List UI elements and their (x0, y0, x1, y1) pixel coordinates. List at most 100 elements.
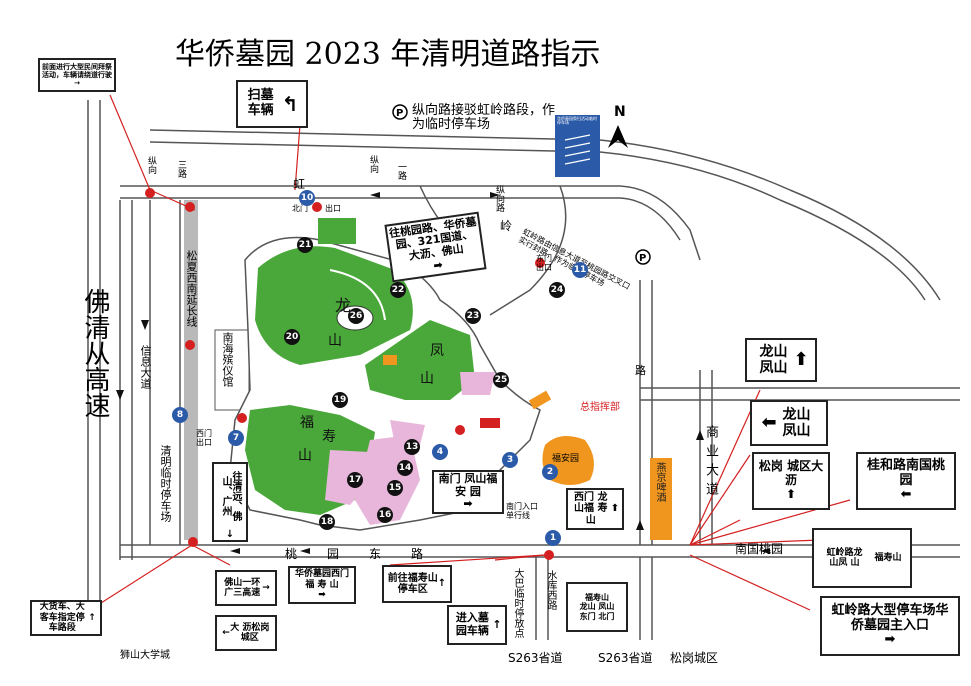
black-marker-14: 14 (397, 460, 413, 476)
parking-note: 纵向路接驳虹岭路段，作为临时停车场 (412, 103, 556, 133)
to-fushou-parking-text: 前往福寿山停车区 (387, 572, 438, 596)
black-marker-18: 18 (319, 514, 335, 530)
arrow-up-icon: ↑ (492, 617, 502, 631)
to-fushou-parking-box: 前往福寿山停车区 ↑ (382, 565, 452, 603)
black-marker-23: 23 (465, 308, 481, 324)
arrow-right-icon: → (262, 582, 270, 593)
arrow-right-icon: → (74, 79, 80, 88)
s263-label-1: S263省道 (508, 651, 563, 665)
black-marker-13: 13 (404, 439, 420, 455)
guihe-nanguo-box: 桂和路南国桃园 ⬅ (856, 452, 956, 510)
black-marker-16: 16 (377, 507, 393, 523)
right-small-box: 虹岭路龙 山凤 山 福寿山 (812, 528, 912, 588)
qingyun-parking-label: 清明临时停车场 (159, 445, 172, 522)
long-char: 龙 (335, 296, 352, 315)
bus-parking-label: 大巴临时停放点 (512, 568, 523, 638)
arrow-up-icon: ↑ (88, 612, 96, 623)
enter-vehicles-text: 进入墓园车辆 (455, 611, 489, 637)
hongling-parking-text: 虹岭路大型停车场华侨墓园主入口 (831, 602, 949, 633)
bottom-center-gates: 东门 北门 (579, 611, 615, 621)
hongling-parking-box: 虹岭路大型停车场华侨墓园主入口 ➡ (820, 596, 960, 656)
shou-char: 寿 (322, 429, 336, 445)
top-left-notice-text: 前面进行大型民间拜祭活动，车辆请绕道行驶 (42, 62, 112, 79)
west-gate-fushou-box: 华侨墓园西门福 寿 山 ➡ (288, 566, 356, 604)
fuan-garden-label: 福安园 (552, 454, 580, 464)
nanguo-taoyuan-label: 南国桃园 (735, 542, 784, 556)
black-marker-22: 22 (390, 282, 406, 298)
sweep-vehicles-box: 扫墓车辆 ↰ (236, 80, 308, 128)
longshan-fengshan-left-text: 龙山凤山 (782, 406, 811, 439)
arrow-left-icon: ← (222, 627, 230, 638)
black-marker-24: 24 (549, 282, 565, 298)
songgang-district-label: 松岗城区 (670, 651, 719, 665)
command-center-label: 总指挥部 (580, 402, 620, 413)
arrow-right-icon: ➡ (463, 497, 473, 511)
blue-marker-10: 10 (299, 190, 315, 206)
parking-sign-text: 华侨墓园祭扫活动临时停车场 (557, 116, 597, 126)
blue-marker-1: 1 (545, 530, 561, 546)
nanmen-fengshan-text: 南门 凤山福 安 园 (438, 472, 498, 498)
dali-songgang-box: ← 大 沥松岗城区 (215, 615, 277, 651)
songgang-city-box: 松岗 城区大沥 ⬆ (752, 452, 830, 510)
svg-text:P: P (639, 253, 646, 264)
shan-char-3: 山 (298, 448, 312, 464)
east-gate-exit-label: 东门出口 (536, 254, 552, 272)
west-gate-exit-label: 西门出口 (196, 429, 212, 447)
foshan-ring-text: 佛山一环广三高速 (224, 577, 261, 598)
foshan-ring-box: 佛山一环广三高速 → (215, 570, 277, 606)
ximen-longshan-text: 西门 龙山福 寿 山 (574, 491, 608, 526)
arrow-left-icon: ⬅ (761, 411, 777, 433)
taoyuan-east-road-label: 桃园东路 (285, 547, 454, 561)
fuqing-highway-label: 佛清从高速 (80, 288, 110, 418)
shuiku-west-road-label: 水库西路 (545, 570, 556, 610)
shan-char-1: 山 (328, 333, 342, 349)
yanjing-label: 燕京啤酒 (654, 462, 665, 502)
songxia-road-label: 松夏西南延长线 (185, 250, 198, 327)
truck-parking-text: 大货车、大客车指定停车路段 (39, 602, 85, 634)
to-qingyuan-text: 往清远、佛山、广州 (220, 471, 241, 522)
truck-parking-box: 大货车、大客车指定停车路段 ↑ (30, 600, 102, 636)
zongxiang-label-2: 纵向 (368, 155, 378, 173)
ling-label: 岭 (500, 219, 513, 233)
zongxiang-road-label: 纵向路 (494, 185, 504, 212)
blue-marker-11: 11 (572, 262, 588, 278)
hong-label: 虹 (293, 177, 306, 191)
nanhai-funeral-label: 南海殡仪馆 (221, 332, 234, 387)
blue-marker-4: 4 (432, 444, 448, 460)
black-marker-17: 17 (347, 472, 363, 488)
guihe-nanguo-text: 桂和路南国桃园 (866, 457, 945, 488)
s263-label-2: S263省道 (598, 651, 653, 665)
blue-marker-7: 7 (228, 430, 244, 446)
black-marker-25: 25 (493, 372, 509, 388)
arrow-up-icon: ↑ (437, 578, 447, 590)
exit-label: 出口 (325, 204, 341, 213)
bottom-center-box: 福寿山 龙山 凤山 东门 北门 (566, 582, 628, 632)
arrow-right-icon: ➡ (884, 632, 896, 648)
to-qingyuan-box: 往清远、佛山、广州 ↓ (212, 462, 248, 542)
nanmen-fengshan-box: 南门 凤山福 安 园 ➡ (432, 470, 504, 514)
blue-marker-2: 2 (542, 464, 558, 480)
arrow-left-icon: ⬅ (900, 487, 912, 503)
longshan-fengshan-up-box: 龙山凤山 ⬆ (745, 338, 817, 382)
map-title: 华侨墓园 2023 年清明道路指示 (175, 37, 601, 72)
yi-road-label: 一路 (396, 162, 406, 180)
u-turn-arrow-icon: ↰ (281, 91, 299, 116)
black-marker-26: 26 (348, 308, 364, 324)
zongxiang-label-1: 纵向 (146, 156, 156, 174)
longshan-fengshan-left-box: ⬅ 龙山凤山 (750, 400, 828, 446)
fu-char: 福 (300, 415, 314, 431)
arrow-up-icon: ⬆ (610, 503, 620, 515)
top-left-notice-box: 前面进行大型民间拜祭活动，车辆请绕道行驶 → (38, 58, 116, 92)
arrow-right-icon: ➡ (432, 257, 444, 273)
bottom-center-fushou: 福寿山 (585, 593, 609, 603)
longshan-fengshan-up-text: 龙山凤山 (759, 343, 788, 376)
black-marker-15: 15 (387, 480, 403, 496)
arrow-down-icon: ↓ (225, 528, 235, 540)
shan-char-2: 山 (420, 371, 434, 387)
blue-marker-8: 8 (172, 407, 188, 423)
right-small-text-2: 福寿山 (874, 552, 902, 563)
songgang-city-text: 松岗 城区大沥 (758, 459, 824, 488)
xinxi-road-label: 信息大道 (139, 345, 152, 389)
blue-marker-3: 3 (502, 452, 518, 468)
